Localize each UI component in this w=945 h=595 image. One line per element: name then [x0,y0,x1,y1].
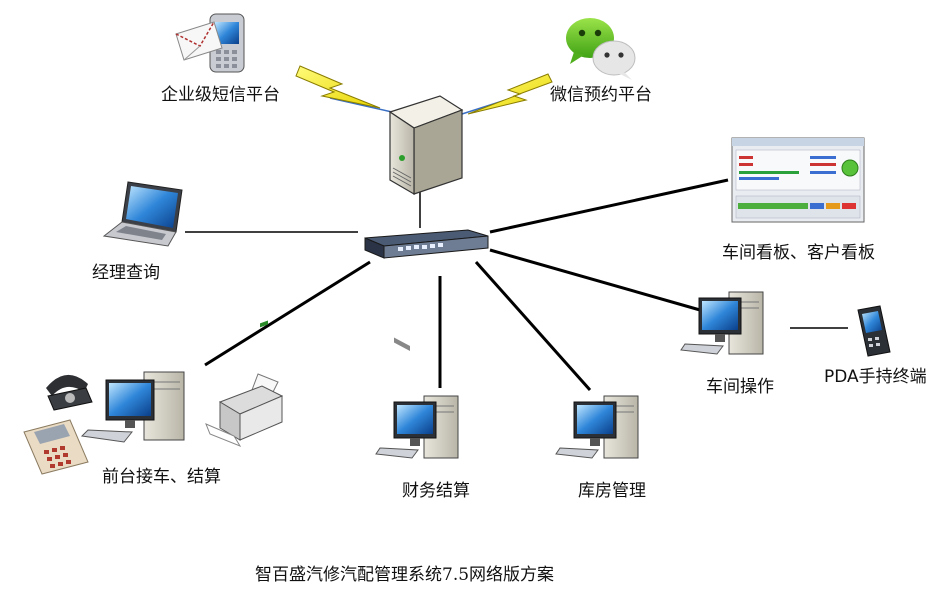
diagram-caption: 智百盛汽修汽配管理系统7.5网络版方案 [255,565,555,585]
card-reader-icon [23,419,89,475]
node-label-front: 前台接车、结算 [102,467,221,487]
node-label-finance: 财务结算 [402,481,470,501]
network-switch-icon [364,229,489,259]
link-front [204,260,371,367]
node-label-workshop: 车间操作 [706,377,774,397]
node-label-sms: 企业级短信平台 [161,85,280,105]
connection-lines [185,97,848,391]
server-icon [388,95,464,352]
node-label-wechat: 微信预约平台 [550,85,652,105]
lightning-bolt-icon [295,65,381,109]
sms-phone-icon [175,13,245,73]
workstation-front-icon [80,371,185,443]
dashboard-board-icon [731,137,865,223]
link-board [489,178,729,234]
envelope-icon [175,21,223,61]
workstation-workshop-icon [680,291,764,355]
workstation-finance-icon [375,395,459,459]
node-label-manager: 经理查询 [92,263,160,283]
pda-device-icon [857,305,891,357]
link-warehouse [474,261,592,391]
link-sms-server [329,97,393,113]
workstation-warehouse-icon [555,395,639,459]
printer-icon [205,320,284,448]
lightning-bolt-icon [467,73,553,115]
wechat-icon [566,18,636,80]
node-label-board: 车间看板、客户看板 [722,243,875,263]
telephone-icon [46,374,93,411]
laptop-icon [102,181,183,247]
node-label-pda: PDA手持终端 [824,367,927,387]
link-workshop [489,248,701,312]
node-label-warehouse: 库房管理 [578,481,646,501]
